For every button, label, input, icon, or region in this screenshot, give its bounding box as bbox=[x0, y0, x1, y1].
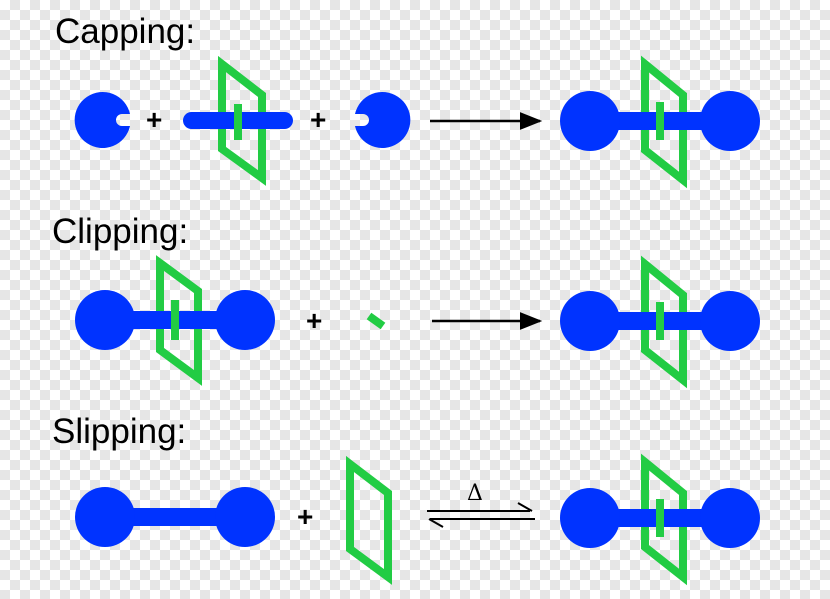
notched-stopper-right bbox=[355, 91, 411, 148]
plus-sign: + bbox=[297, 501, 314, 532]
dumbbell-with-open-ring bbox=[75, 255, 275, 386]
clip-fragment bbox=[366, 312, 386, 330]
dumbbell-axle bbox=[75, 487, 275, 547]
capping-heading: Capping: bbox=[55, 12, 196, 51]
clipping-heading: Clipping: bbox=[52, 212, 189, 251]
heat-delta-label: Δ bbox=[467, 481, 483, 506]
slipping-heading: Slipping: bbox=[52, 412, 187, 451]
plus-sign: + bbox=[146, 104, 163, 135]
rotaxane-product bbox=[560, 255, 760, 389]
free-macrocycle-ring bbox=[346, 455, 392, 585]
plus-sign: + bbox=[310, 104, 327, 135]
rotaxane-product bbox=[560, 55, 760, 189]
equilibrium-arrows bbox=[427, 502, 535, 528]
notched-stopper-left bbox=[74, 91, 130, 149]
plus-sign: + bbox=[306, 305, 323, 336]
rotaxane-product bbox=[560, 453, 760, 586]
